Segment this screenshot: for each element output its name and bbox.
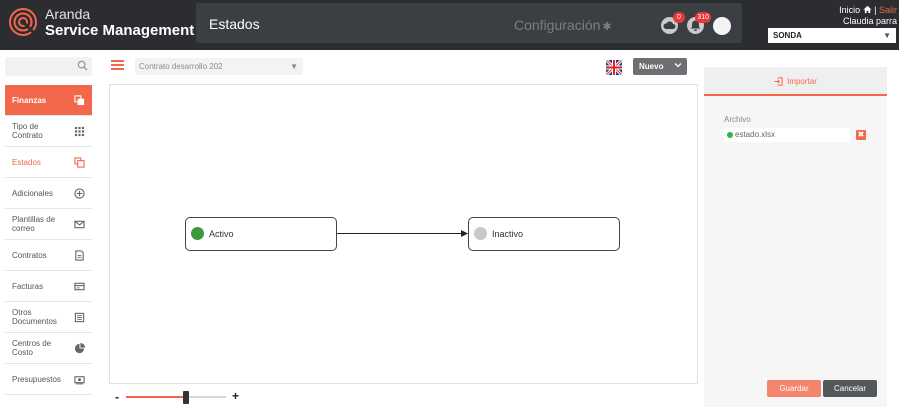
page-title: Estados xyxy=(209,16,260,32)
zoom-slider-handle[interactable] xyxy=(183,391,189,404)
sidebar: Finanzas Tipo de Contrato Estados Adicio… xyxy=(5,85,92,395)
file-name: estado.xlsx xyxy=(735,130,776,139)
uk-flag-icon[interactable] xyxy=(606,60,622,75)
user-nav: Inicio | Salir Claudia parra xyxy=(839,5,897,27)
pie-icon xyxy=(74,343,85,354)
state-label: Activo xyxy=(209,229,234,239)
sidebar-item-label: Presupuestos xyxy=(12,374,61,384)
company-value: SONDA xyxy=(773,31,802,40)
cloud-badge: 0 xyxy=(673,12,685,23)
brand-product: Service Management xyxy=(45,22,195,39)
bell-badge: 310 xyxy=(695,12,711,23)
sidebar-item-otros-documentos[interactable]: Otros Documentos xyxy=(5,302,92,333)
state-node-inactivo[interactable]: Inactivo xyxy=(468,217,620,251)
mail-icon xyxy=(74,220,85,229)
copy-icon xyxy=(74,157,85,168)
plus-circle-icon xyxy=(74,188,85,199)
sidebar-item-label: Facturas xyxy=(12,281,44,291)
caret-down-icon: ▼ xyxy=(883,31,891,40)
user-avatar[interactable] xyxy=(713,17,731,35)
bell-notifications-button[interactable]: 310 xyxy=(687,12,711,34)
sidebar-item-centros-de-costo[interactable]: Centros de Costo xyxy=(5,333,92,364)
sidebar-item-adicionales[interactable]: Adicionales xyxy=(5,178,92,209)
state-status-dot xyxy=(474,227,487,240)
top-bar: Aranda Service Management Estados Config… xyxy=(0,0,899,50)
sidebar-item-label: Finanzas xyxy=(12,95,47,105)
document-icon xyxy=(75,250,84,261)
sidebar-item-presupuestos[interactable]: Presupuestos xyxy=(5,364,92,395)
home-icon[interactable] xyxy=(863,5,872,14)
menu-toggle-icon[interactable] xyxy=(111,60,124,70)
state-status-dot xyxy=(191,227,204,240)
sidebar-item-label: Otros Documentos xyxy=(12,308,57,326)
user-name: Claudia parra xyxy=(842,16,897,26)
config-label: Configuración xyxy=(514,17,601,33)
card-icon xyxy=(74,282,85,291)
sidebar-item-estados[interactable]: Estados xyxy=(5,147,92,178)
config-menu[interactable]: Configuración✱ xyxy=(514,17,612,33)
cancel-button[interactable]: Cancelar xyxy=(823,380,877,397)
title-bar: Estados Configuración✱ 0 310 xyxy=(196,3,742,43)
copy-icon xyxy=(74,95,85,106)
import-icon xyxy=(774,77,783,86)
upload-success-dot xyxy=(727,132,733,138)
zoom-slider-track[interactable] xyxy=(126,391,226,404)
sidebar-item-label: Estados xyxy=(12,157,41,167)
zoom-slider-fill xyxy=(126,396,186,398)
contract-select[interactable]: Contrato desarrollo 202 ▼ xyxy=(135,58,303,75)
nav-separator: | xyxy=(874,5,879,15)
list-icon xyxy=(74,312,85,323)
cloud-icon xyxy=(663,21,676,29)
sidebar-item-plantillas-de-correo[interactable]: Plantillas de correo xyxy=(5,209,92,240)
file-field[interactable]: estado.xlsx xyxy=(724,128,850,142)
zoom-control: - + xyxy=(113,389,243,405)
company-select[interactable]: SONDA ▼ xyxy=(768,28,896,43)
grid-icon xyxy=(74,126,85,137)
caret-down-icon: ▼ xyxy=(290,62,298,71)
sidebar-item-finanzas[interactable]: Finanzas xyxy=(5,85,92,116)
state-node-activo[interactable]: Activo xyxy=(185,217,337,251)
sidebar-search-input[interactable] xyxy=(5,57,92,76)
sidebar-item-label: Centros de Costo xyxy=(12,339,52,357)
import-tab[interactable]: Importar xyxy=(704,67,887,96)
new-button[interactable]: Nuevo xyxy=(633,58,687,75)
file-label: Archivo xyxy=(724,115,751,124)
save-button[interactable]: Guardar xyxy=(767,380,821,397)
search-icon xyxy=(77,60,88,71)
gear-icon: ✱ xyxy=(602,21,612,33)
zoom-out-button[interactable]: - xyxy=(115,390,119,404)
money-icon xyxy=(74,376,85,385)
brand-name: Aranda xyxy=(45,6,91,22)
remove-file-button[interactable]: ✖ xyxy=(856,130,866,140)
logout-link[interactable]: Salir xyxy=(878,5,897,15)
sidebar-item-label: Tipo de Contrato xyxy=(12,122,43,140)
sidebar-item-contratos[interactable]: Contratos xyxy=(5,240,92,271)
state-label: Inactivo xyxy=(492,229,524,239)
new-button-label: Nuevo xyxy=(639,62,664,71)
sidebar-item-tipo-de-contrato[interactable]: Tipo de Contrato xyxy=(5,116,92,147)
bell-icon xyxy=(690,20,701,31)
cloud-notifications-button[interactable]: 0 xyxy=(661,12,685,34)
zoom-in-button[interactable]: + xyxy=(232,389,240,403)
import-panel: Importar Archivo estado.xlsx ✖ Guardar C… xyxy=(704,67,887,407)
chevron-down-icon xyxy=(674,63,682,68)
diagram-canvas[interactable]: Activo Inactivo xyxy=(109,84,698,384)
sidebar-item-label: Contratos xyxy=(12,250,47,260)
sidebar-item-facturas[interactable]: Facturas xyxy=(5,271,92,302)
sidebar-item-label: Adicionales xyxy=(12,188,53,198)
aranda-logo-icon xyxy=(9,8,37,36)
home-link[interactable]: Inicio xyxy=(839,5,861,15)
import-tab-label: Importar xyxy=(787,77,817,86)
contract-select-value: Contrato desarrollo 202 xyxy=(139,62,223,71)
sidebar-item-label: Plantillas de correo xyxy=(12,215,56,233)
